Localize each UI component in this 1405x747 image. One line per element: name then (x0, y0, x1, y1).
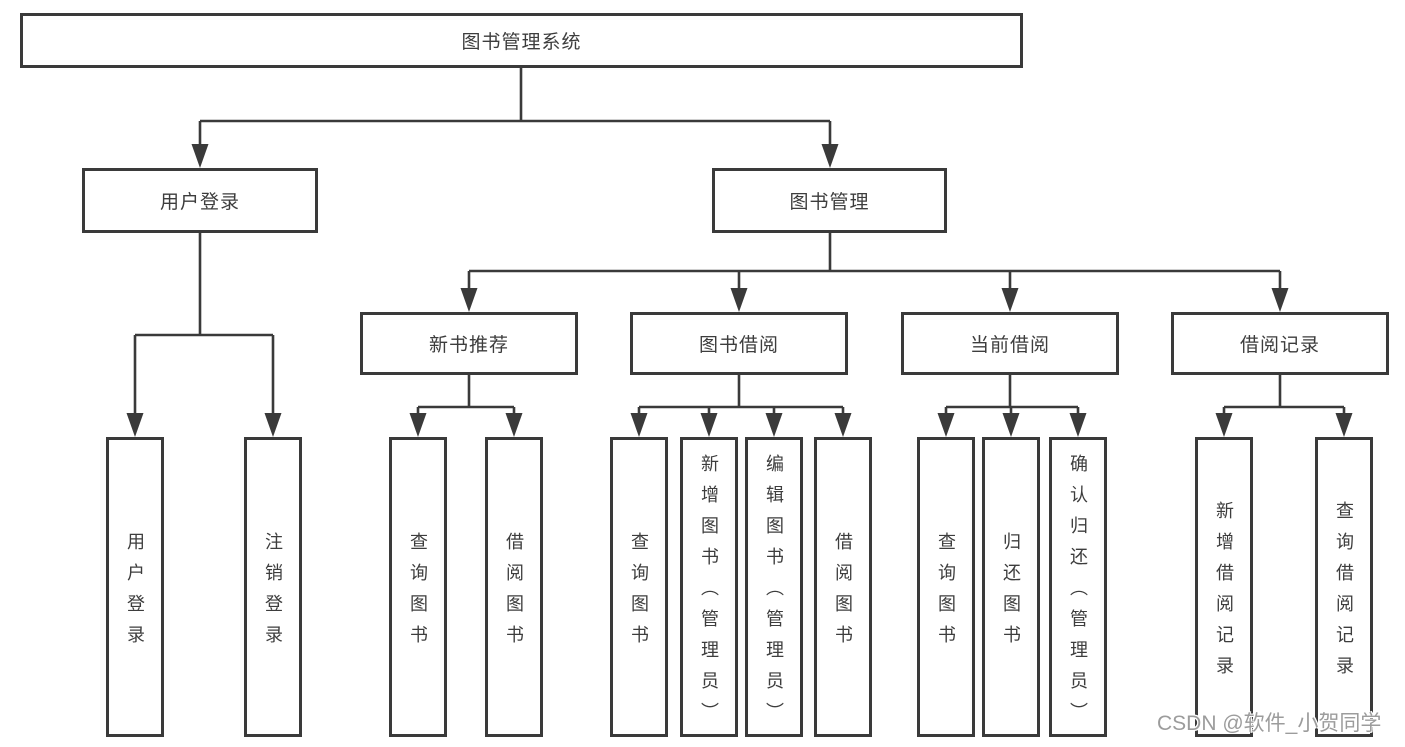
leaf-label: 借阅图书 (504, 531, 524, 656)
node-library-system: 图书管理系统 (20, 13, 1023, 68)
leaf-label: 查询图书 (936, 531, 956, 656)
leaf-label: 注销登录 (263, 531, 283, 656)
arrow-down-icon (1001, 288, 1019, 312)
leaf-query-books-recommend: 查询图书 (389, 437, 447, 737)
connector-root-to-level2 (191, 68, 839, 168)
arrow-down-icon (505, 413, 523, 437)
leaf-query-books-borrow: 查询图书 (610, 437, 668, 737)
arrow-down-icon (765, 413, 783, 437)
arrow-down-icon (1271, 288, 1289, 312)
arrow-down-icon (937, 413, 955, 437)
leaf-label: 查询图书 (408, 531, 428, 656)
leaf-query-borrow-record: 查询借阅记录 (1315, 437, 1373, 737)
arrow-down-icon (1215, 413, 1233, 437)
node-book-borrow: 图书借阅 (630, 312, 848, 375)
leaf-logout: 注销登录 (244, 437, 302, 737)
arrow-down-icon (126, 413, 144, 437)
arrow-down-icon (730, 288, 748, 312)
node-current-borrow: 当前借阅 (901, 312, 1119, 375)
node-borrow-records: 借阅记录 (1171, 312, 1389, 375)
node-user-login: 用户登录 (82, 168, 318, 233)
leaf-edit-books-admin: 编辑图书（管理员） (745, 437, 803, 737)
arrow-down-icon (1069, 413, 1087, 437)
leaf-label: 新增借阅记录 (1214, 500, 1234, 687)
arrow-down-icon (191, 144, 209, 168)
leaf-borrow-books-recommend: 借阅图书 (485, 437, 543, 737)
connector-user-login-branch (126, 233, 282, 437)
connector-borrow-records-branch (1215, 375, 1353, 437)
arrow-down-icon (409, 413, 427, 437)
leaf-add-books-admin: 新增图书（管理员） (680, 437, 738, 737)
arrow-down-icon (1002, 413, 1020, 437)
leaf-label: 查询借阅记录 (1334, 500, 1354, 687)
leaf-label: 确认归还（管理员） (1068, 454, 1088, 733)
connector-book-borrow-branch (630, 375, 852, 437)
node-current-borrow-label: 当前借阅 (969, 335, 1050, 356)
leaf-user-login: 用户登录 (106, 437, 164, 737)
leaf-return-books: 归还图书 (982, 437, 1040, 737)
arrow-down-icon (821, 144, 839, 168)
arrow-down-icon (700, 413, 718, 437)
leaf-label: 新增图书（管理员） (699, 454, 719, 733)
arrow-down-icon (460, 288, 478, 312)
leaf-label: 编辑图书（管理员） (764, 454, 784, 733)
watermark: CSDN @软件_小贺同学 (1157, 712, 1382, 735)
leaf-label: 归还图书 (1001, 531, 1021, 656)
node-library-system-label: 图书管理系统 (461, 32, 582, 53)
arrow-down-icon (834, 413, 852, 437)
node-new-book-recommend: 新书推荐 (360, 312, 578, 375)
connector-new-book-recommend-branch (409, 375, 523, 437)
leaf-label: 借阅图书 (833, 531, 853, 656)
node-borrow-records-label: 借阅记录 (1239, 335, 1320, 356)
leaf-confirm-return-admin: 确认归还（管理员） (1049, 437, 1107, 737)
connector-book-management-branch (460, 233, 1289, 312)
node-new-book-recommend-label: 新书推荐 (428, 335, 509, 356)
node-book-management-label: 图书管理 (789, 192, 870, 213)
arrow-down-icon (264, 413, 282, 437)
leaf-query-books-current: 查询图书 (917, 437, 975, 737)
node-book-borrow-label: 图书借阅 (698, 335, 779, 356)
arrow-down-icon (1335, 413, 1353, 437)
leaf-label: 用户登录 (125, 531, 145, 656)
connector-current-borrow-branch (937, 375, 1087, 437)
leaf-borrow-books: 借阅图书 (814, 437, 872, 737)
arrow-down-icon (630, 413, 648, 437)
leaf-add-borrow-record: 新增借阅记录 (1195, 437, 1253, 737)
leaf-label: 查询图书 (629, 531, 649, 656)
node-book-management: 图书管理 (712, 168, 947, 233)
node-user-login-label: 用户登录 (159, 192, 240, 213)
